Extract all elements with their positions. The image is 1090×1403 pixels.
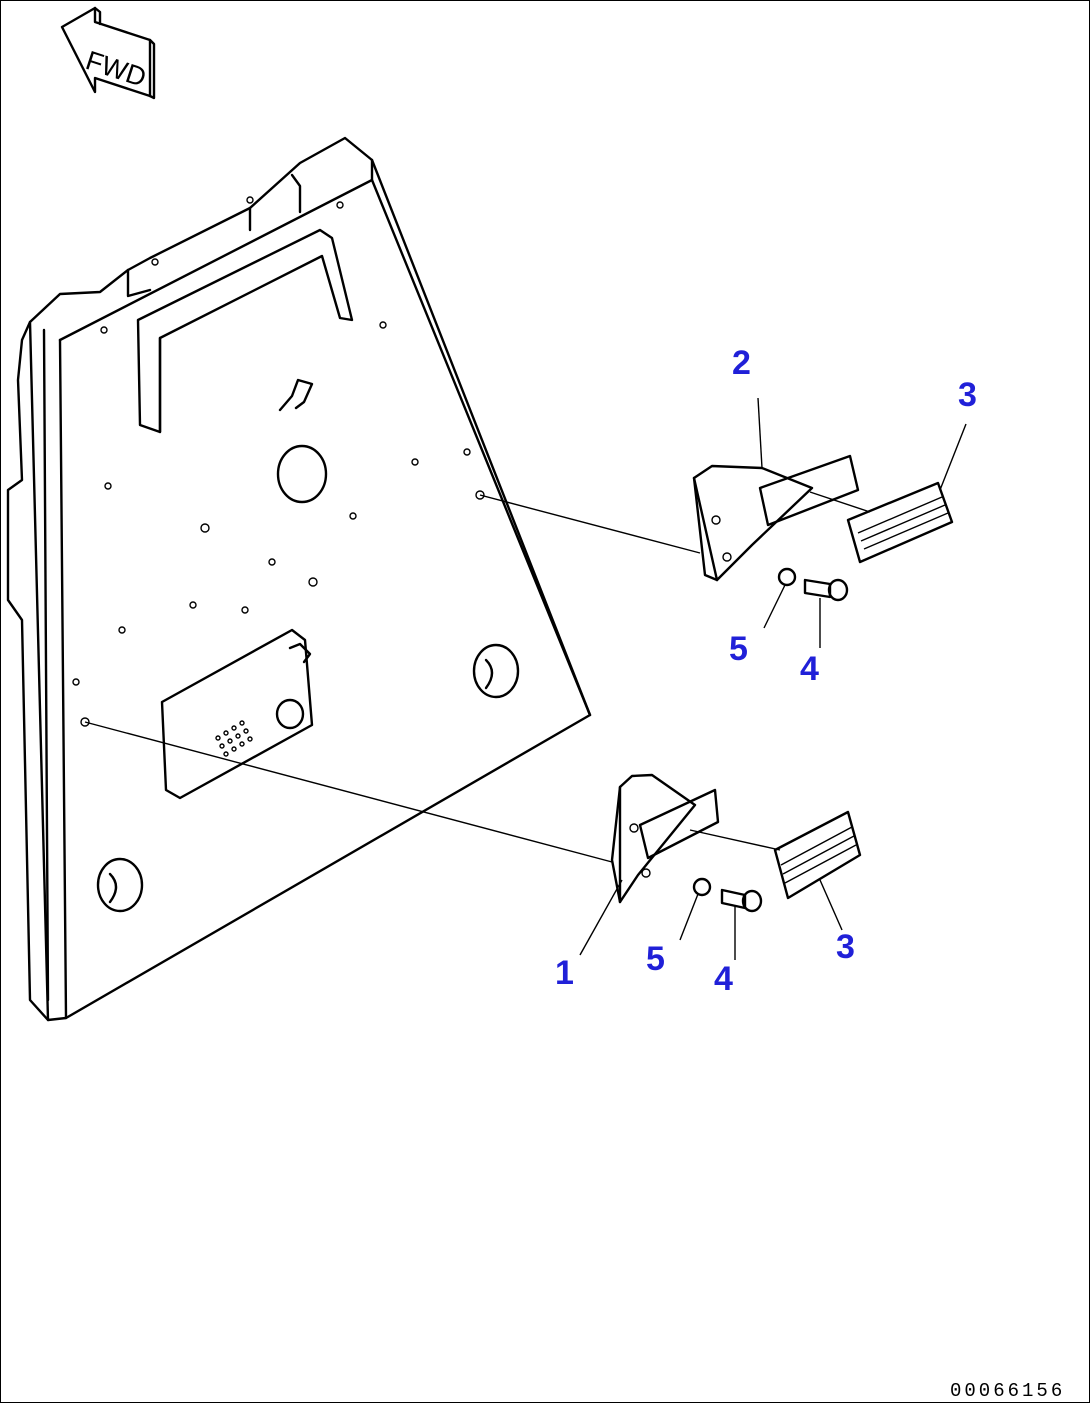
callout-5-lower: 5 [646,940,665,978]
lower-washer [692,877,712,897]
lower-bolt [720,888,763,913]
callout-2: 2 [732,344,751,382]
callout-3-upper: 3 [958,376,977,414]
callout-4-upper: 4 [800,650,819,688]
upper-washer [777,567,797,587]
callout-5-upper: 5 [729,630,748,668]
floor-panel [6,136,592,1022]
lower-pedal-pad [773,810,862,900]
drawing-number: 00066156 [950,1380,1065,1402]
callout-leaders [579,397,967,960]
callout-3-lower: 3 [836,928,855,966]
callout-4-lower: 4 [714,960,733,998]
upper-pedal-pad [846,481,954,564]
leader-lower [84,721,613,863]
fwd-arrow-icon: FWD [60,6,156,100]
callout-1: 1 [555,954,574,992]
leader-upper [479,494,701,554]
upper-bolt [803,578,849,602]
upper-bracket [692,454,871,582]
